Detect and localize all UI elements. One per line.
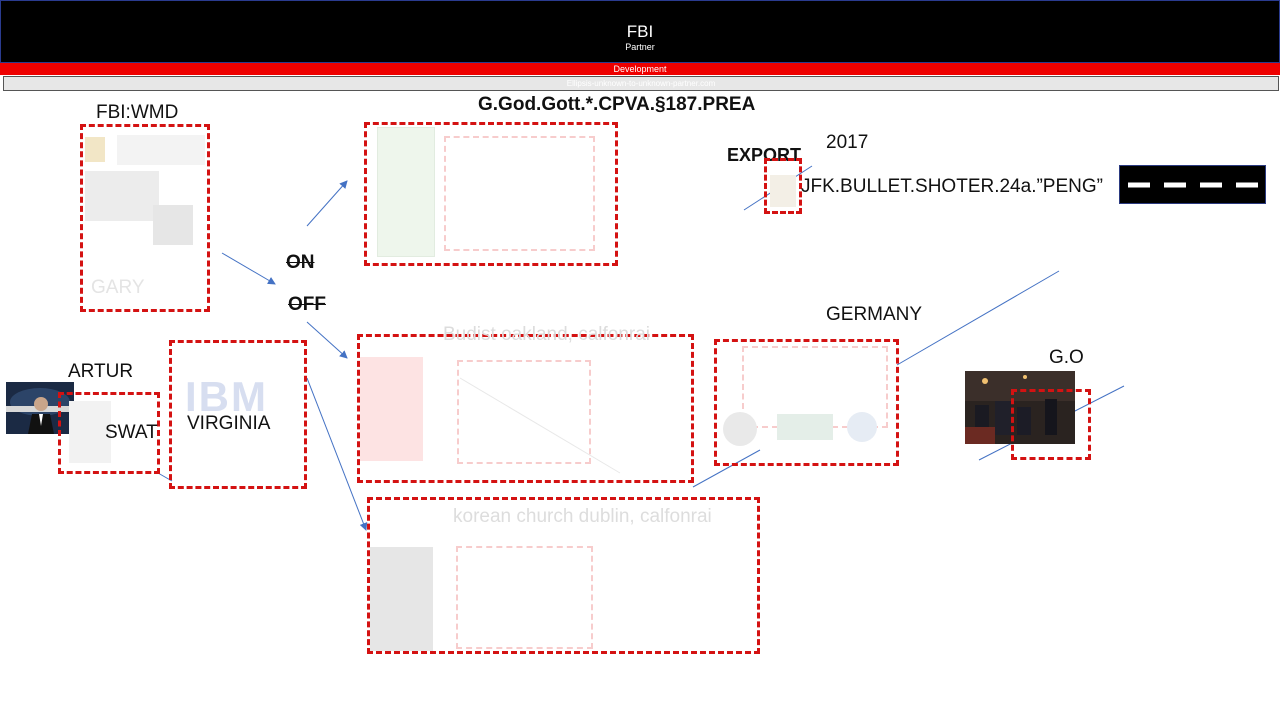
label-god-title: G.God.Gott.*.CPVA.§187.PREA [478,94,756,115]
grey-panel [370,547,433,651]
pentagon-portrait-photo [6,382,74,434]
box-budist [357,334,694,483]
ibm-logo: IBM [185,373,268,420]
label-gary: GARY [91,277,145,298]
box-korean [367,497,760,654]
label-germany: GERMANY [826,304,923,325]
box-god [364,122,618,266]
header-ribbon: Development [0,63,1280,75]
label-budist: Budist oakland, calfonrai [443,324,651,345]
box-export [764,158,802,214]
team-badge-logo [847,412,877,442]
road-dashes [1128,182,1260,188]
seahawks-logo [777,414,833,440]
label-off: OFF [288,294,326,315]
box-germany [714,339,899,466]
label-year: 2017 [826,132,869,153]
box-virginia: IBM [169,340,307,489]
road-marking-graphic [1119,165,1266,204]
label-virginia: VIRGINIA [187,413,271,434]
swat-thumbnail [69,401,111,463]
header-subtitle: Partner [625,42,655,52]
flag-thumbnail [85,137,105,162]
portrait-thumbnail [85,171,159,221]
label-artur: ARTUR [68,361,134,382]
pink-panel [360,357,423,461]
arrow-on-to-god [306,180,348,227]
arrow-off-to-budist [306,321,348,359]
faint-inner-box [444,136,595,251]
export-thumbnail [770,175,796,207]
header-subribbon: Ellipsis-unknown-to-unknown-partner.com [3,76,1279,91]
label-jfk: JFK.BULLET.SHOTER.24a.”PENG” [801,176,1103,197]
box-swat [58,392,160,474]
protest-photo-graphic [965,371,1075,444]
box-fbi-wmd: GARY [80,124,210,312]
portrait-thumbnail-small [153,205,193,245]
label-fbi-wmd: FBI:WMD [96,102,179,123]
raiders-logo [723,412,757,446]
protest-photo [965,371,1075,444]
label-on: ON [286,252,315,273]
line-budist-faint [459,377,621,474]
label-go: G.O [1049,347,1084,368]
header-title: FBI [626,22,654,41]
green-panel [377,127,435,257]
faint-inner-box [457,360,591,464]
arrow-virginia-to-korean [306,377,368,531]
arrow-fbi-to-on [221,252,276,285]
logo-thumbnail [117,135,205,165]
line-germany-up [896,270,1060,366]
header-banner [0,0,1280,63]
line-germany-down [692,449,761,488]
faint-inner-box [456,546,593,649]
label-swat: SWAT [105,422,158,443]
pentagon-portrait-graphic [6,388,74,434]
box-go [1011,389,1091,460]
label-korean: korean church dublin, calfonrai [453,506,712,527]
